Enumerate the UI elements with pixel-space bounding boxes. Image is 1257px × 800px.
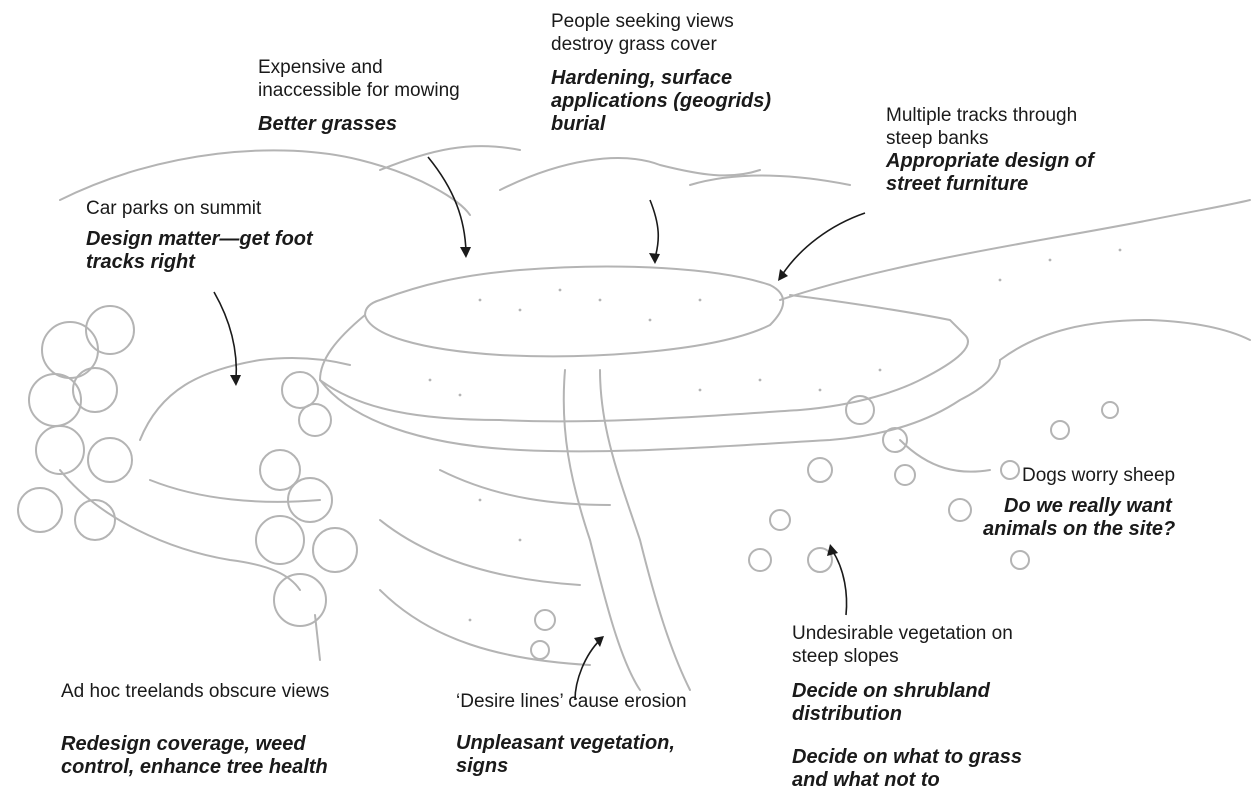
annotation-desire: ‘Desire lines’ cause erosion Unpleasant … <box>456 690 687 778</box>
summit-plateau <box>365 266 783 356</box>
solution-line: animals on the site? <box>983 518 1175 541</box>
solution-line: Redesign coverage, weed <box>61 733 329 756</box>
solution-line: Decide on shrubland <box>792 680 1022 703</box>
problem-line: People seeking views <box>551 10 771 33</box>
solution-line: Do we really want <box>1004 495 1175 518</box>
rampart-lower <box>320 360 1000 451</box>
problem-line: Multiple tracks through <box>886 104 1094 127</box>
problem-line: steep banks <box>886 127 1094 150</box>
solution-line: distribution <box>792 703 1022 726</box>
problem-line: ‘Desire lines’ cause erosion <box>456 690 687 713</box>
problem-line: Car parks on summit <box>86 197 313 220</box>
tree-clump <box>18 306 134 540</box>
terrace <box>440 470 610 505</box>
distant-hill-line <box>690 176 850 185</box>
arrow-tracks <box>782 213 865 275</box>
terrace <box>380 590 590 665</box>
solution-line: signs <box>456 755 687 778</box>
problem-line: destroy grass cover <box>551 33 771 56</box>
distant-hill-line <box>500 158 760 190</box>
annotation-tracks: Multiple tracks through steep banks Appr… <box>886 104 1094 196</box>
problem-line: steep slopes <box>792 645 1022 668</box>
distant-hill-line <box>780 200 1250 300</box>
slope-line <box>60 470 300 590</box>
solution-line: Appropriate design of <box>886 150 1094 173</box>
annotation-mowing: Expensive and inaccessible for mowing Be… <box>258 56 460 136</box>
slope-line <box>1000 320 1250 360</box>
annotation-carparks: Car parks on summit Design matter—get fo… <box>86 197 313 274</box>
problem-line: Dogs worry sheep <box>1022 464 1175 487</box>
problem-line: inaccessible for mowing <box>258 79 460 102</box>
solution-line: applications (geogrids) <box>551 90 771 113</box>
solution-line: Design matter—get foot <box>86 228 313 251</box>
solution-line: burial <box>551 113 771 136</box>
slope-line <box>900 440 990 472</box>
annotation-dogs: Dogs worry sheep Do we really want anima… <box>1022 464 1175 541</box>
solution-line: Decide on what to grass <box>792 746 1022 769</box>
solution-line: Unpleasant vegetation, <box>456 732 687 755</box>
solution-line: Hardening, surface <box>551 67 771 90</box>
annotation-vegetation: Undesirable vegetation on steep slopes D… <box>792 622 1022 792</box>
terrace <box>380 520 580 585</box>
arrow-vegetation <box>832 550 847 615</box>
slope-line <box>140 358 350 440</box>
solution-line: and what not to <box>792 769 1022 792</box>
desire-line-path <box>564 370 640 690</box>
arrow-views <box>650 200 658 258</box>
distant-hill-line <box>380 146 520 170</box>
solution-line: Better grasses <box>258 113 460 136</box>
problem-line: Undesirable vegetation on <box>792 622 1022 645</box>
problem-line: Expensive and <box>258 56 460 79</box>
annotation-treelands: Ad hoc treelands obscure views Redesign … <box>61 680 329 779</box>
problem-line: Ad hoc treelands obscure views <box>61 680 329 703</box>
solution-line: control, enhance tree health <box>61 756 329 779</box>
annotation-views: People seeking views destroy grass cover… <box>551 10 771 136</box>
tree-clump <box>256 372 357 660</box>
solution-line: tracks right <box>86 251 313 274</box>
solution-line: street furniture <box>886 173 1094 196</box>
